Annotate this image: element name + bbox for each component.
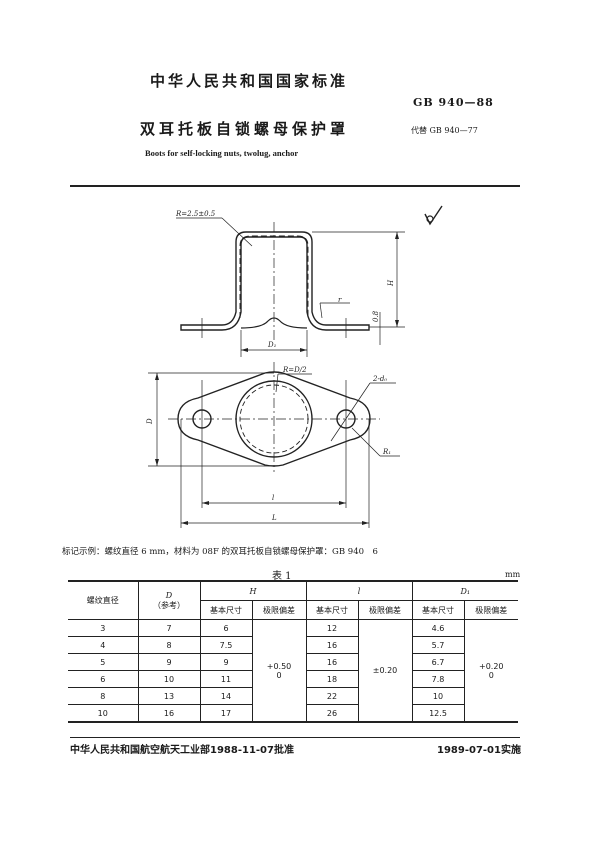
label-diameter: D	[146, 418, 154, 425]
table-row: 5 9 9 16 6.7	[68, 653, 518, 671]
table-unit: mm	[505, 570, 521, 579]
header-l: l	[305, 580, 413, 601]
label-corner-radius: R=2.5±0.5	[175, 210, 216, 218]
header-d1-tol: 极限偏差	[463, 600, 518, 620]
document-title: 双耳托板自锁螺母保护罩	[140, 120, 350, 138]
label-thickness: 0.8	[372, 310, 380, 322]
label-overall-length: L	[271, 514, 277, 522]
l-tolerance: ±0.20	[357, 619, 413, 723]
table-row: 10 16 17 26 12.5	[68, 704, 518, 723]
header-l-tol: 极限偏差	[357, 600, 413, 620]
effective-date: 1989-07-01实施	[437, 745, 521, 756]
header-h-basic: 基本尺寸	[199, 600, 253, 620]
standard-title: 中华人民共和国国家标准	[150, 72, 349, 90]
label-holes: 2-d₀	[372, 375, 387, 383]
label-height: H	[387, 279, 395, 287]
label-inner-diameter: D₁	[267, 341, 277, 349]
header-d: D（参考）	[137, 580, 201, 620]
table-row: 8 13 14 22 10	[68, 687, 518, 705]
header-h-tol: 极限偏差	[251, 600, 307, 620]
spec-table: 螺纹直径 D（参考） H l D₁ 基本尺寸 极限偏差 基本尺寸 极限偏差 基本…	[68, 580, 518, 723]
footer-rule	[70, 737, 520, 738]
header-h: H	[199, 580, 307, 601]
header-rule	[70, 185, 520, 187]
label-lug-radius: R₁	[382, 448, 391, 456]
label-fillet: r	[338, 296, 342, 304]
technical-drawing: R=2.5±0.5 r H 0.8 D₁ R=D/2 2-d₀ D R₁ l L	[146, 205, 443, 528]
table-caption: 表 1	[272, 571, 292, 582]
label-radius-half-d: R=D/2	[282, 366, 307, 374]
header-l-basic: 基本尺寸	[305, 600, 359, 620]
standard-number: GB 940—88	[413, 96, 494, 109]
approval-note: 中华人民共和国航空航天工业部1988-11-07批准	[70, 745, 294, 756]
marking-example: 标记示例：螺纹直径 6 mm，材料为 08F 的双耳托板自锁螺母保护罩：GB 9…	[62, 547, 378, 557]
replaces-note: 代替 GB 940—77	[411, 126, 478, 135]
header-d1-basic: 基本尺寸	[411, 600, 465, 620]
header-thread-dia: 螺纹直径	[68, 580, 139, 620]
table-row: 6 10 11 18 7.8	[68, 670, 518, 688]
label-hole-spacing: l	[272, 494, 274, 502]
english-title: Boots for self-locking nuts, twolug, anc…	[145, 148, 299, 158]
header-d1: D₁	[411, 580, 518, 601]
